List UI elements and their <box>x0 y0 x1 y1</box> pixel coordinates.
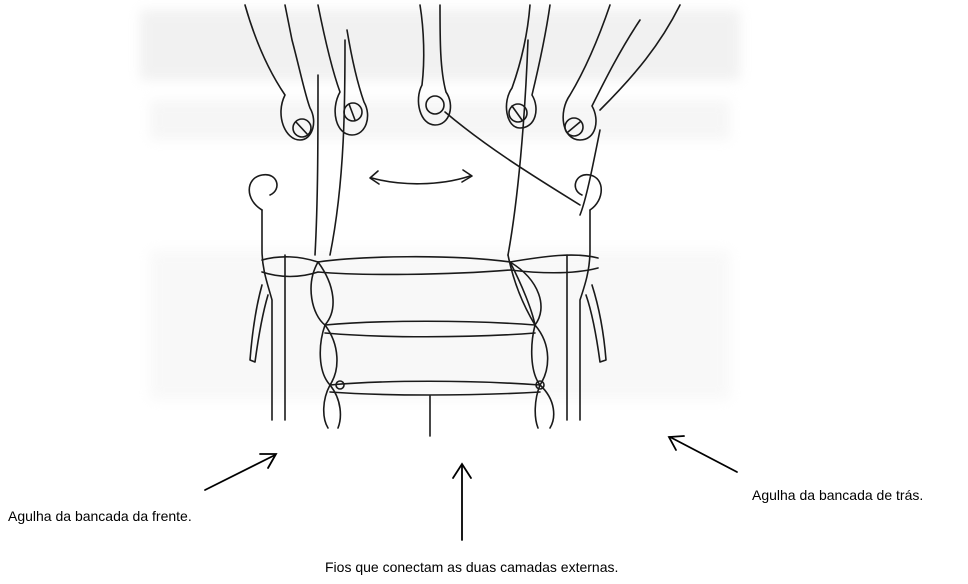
back-needle-arrow <box>669 436 737 472</box>
back-needle-label: Agulha da bancada de trás. <box>752 486 923 504</box>
movement-arrow <box>370 170 472 184</box>
annotation-arrows <box>205 436 737 540</box>
front-needle-label: Agulha da bancada da frente. <box>8 507 192 525</box>
connecting-threads-arrow <box>453 464 471 540</box>
scan-shadow-background <box>140 10 740 400</box>
connecting-threads-label: Fios que conectam as duas camadas extern… <box>325 558 618 576</box>
front-needle-arrow <box>205 454 276 490</box>
